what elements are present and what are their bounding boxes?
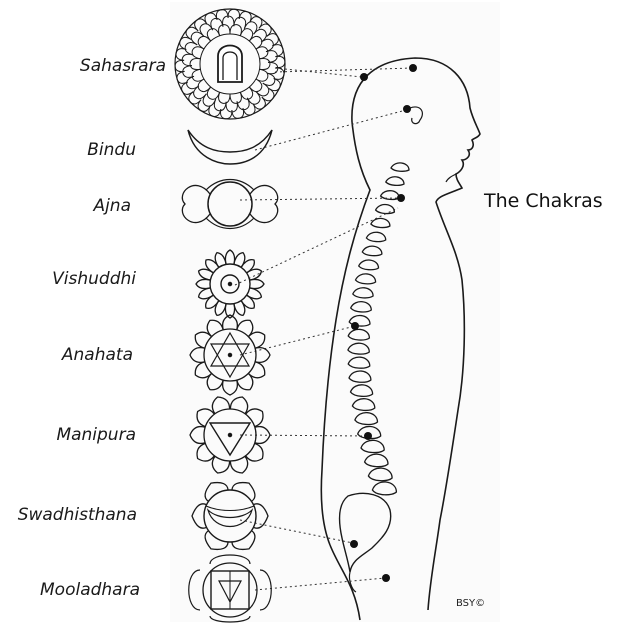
chakra-label-swadhisthana: Swadhisthana [18,505,137,525]
sahasrara-point [360,73,368,81]
chakra-label-bindu: Bindu [87,140,136,160]
mooladhara-point [382,574,390,582]
anahata-point [351,322,359,330]
page-title: The Chakras [484,190,603,212]
chakra-label-mooladhara: Mooladhara [40,580,140,600]
bindu-point [403,105,411,113]
chakra-label-vishuddhi: Vishuddhi [52,269,136,289]
chakra-label-ajna: Ajna [93,196,131,216]
ajna-point [397,194,405,202]
chakra-label-manipura: Manipura [56,425,136,445]
chakra-label-anahata: Anahata [62,345,133,365]
copyright-mark: BSY© [456,598,485,609]
swadhisthana-point [350,540,358,548]
illustration-background [170,2,500,622]
crown-point [409,64,417,72]
manipura-point [364,432,372,440]
chakra-label-sahasrara: Sahasrara [80,56,166,76]
